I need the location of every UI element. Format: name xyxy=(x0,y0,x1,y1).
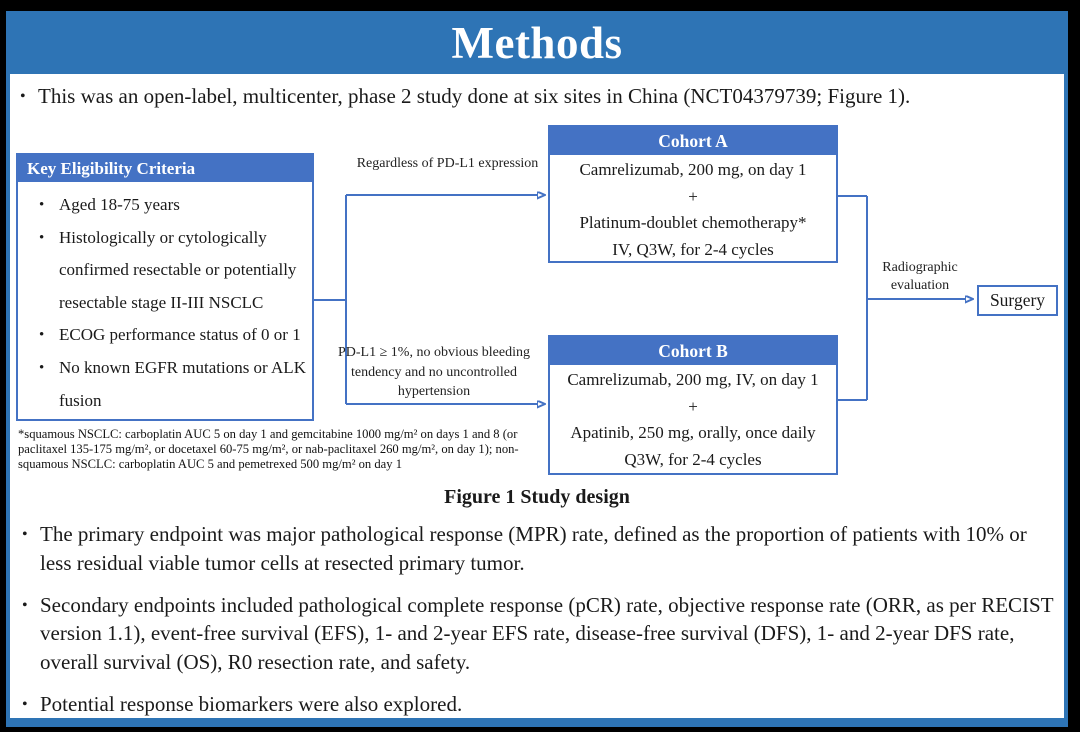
cohort-b-body: Camrelizumab, 200 mg, IV, on day 1 + Apa… xyxy=(550,365,836,473)
cohort-b-line: Camrelizumab, 200 mg, IV, on day 1 xyxy=(567,370,819,389)
eligibility-list: Aged 18-75 years Histologically or cytol… xyxy=(18,182,312,417)
bullet-dot: • xyxy=(20,88,26,105)
cohort-a-body: Camrelizumab, 200 mg, on day 1 + Platinu… xyxy=(550,155,836,263)
intro-bullet: • This was an open-label, multicenter, p… xyxy=(20,83,1055,110)
eligibility-item: ECOG performance status of 0 or 1 xyxy=(18,319,312,352)
radiographic-evaluation-label: Radiographic evaluation xyxy=(882,260,958,293)
eligibility-header: Key Eligibility Criteria xyxy=(18,155,312,182)
surgery-box: Surgery xyxy=(977,285,1058,316)
cohort-a-line: IV, Q3W, for 2-4 cycles xyxy=(612,239,774,259)
title-bar: Methods xyxy=(6,11,1068,74)
endpoint-bullets: The primary endpoint was major pathologi… xyxy=(22,520,1058,732)
endpoint-bullet: Potential response biomarkers were also … xyxy=(22,690,1058,719)
figure-caption: Figure 1 Study design xyxy=(444,486,630,508)
cohort-a-header: Cohort A xyxy=(550,127,836,155)
eligibility-box: Key Eligibility Criteria Aged 18-75 year… xyxy=(16,153,314,421)
endpoint-bullet: Secondary endpoints included pathologica… xyxy=(22,591,1058,677)
branch-label-cohort-b: PD-L1 ≥ 1%, no obvious bleeding tendency… xyxy=(338,345,531,400)
cohort-a-line: Camrelizumab, 200 mg, on day 1 xyxy=(579,160,807,179)
cohort-a-line: + xyxy=(688,186,698,206)
cohort-a-line: Platinum-doublet chemotherapy* xyxy=(579,213,807,232)
eligibility-item: No known EGFR mutations or ALK fusion xyxy=(18,352,312,417)
cohort-a-box: Cohort A Camrelizumab, 200 mg, on day 1 … xyxy=(548,125,838,263)
intro-text: This was an open-label, multicenter, pha… xyxy=(38,84,911,108)
surgery-label: Surgery xyxy=(989,290,1046,310)
cohort-b-box: Cohort B Camrelizumab, 200 mg, IV, on da… xyxy=(548,335,838,475)
cohort-b-header: Cohort B xyxy=(550,337,836,365)
cohort-b-line: + xyxy=(688,396,698,416)
eligibility-item: Aged 18-75 years xyxy=(18,189,312,222)
endpoint-bullet: The primary endpoint was major pathologi… xyxy=(22,520,1058,577)
cohort-b-line: Apatinib, 250 mg, orally, once daily xyxy=(570,423,816,442)
eligibility-item: Histologically or cytologically confirme… xyxy=(18,222,312,320)
branch-label-cohort-a: Regardless of PD-L1 expression xyxy=(356,156,539,171)
chemotherapy-footnote: *squamous NSCLC: carboplatin AUC 5 on da… xyxy=(18,427,519,471)
slide-title: Methods xyxy=(451,17,623,68)
cohort-b-line: Q3W, for 2-4 cycles xyxy=(624,449,762,469)
